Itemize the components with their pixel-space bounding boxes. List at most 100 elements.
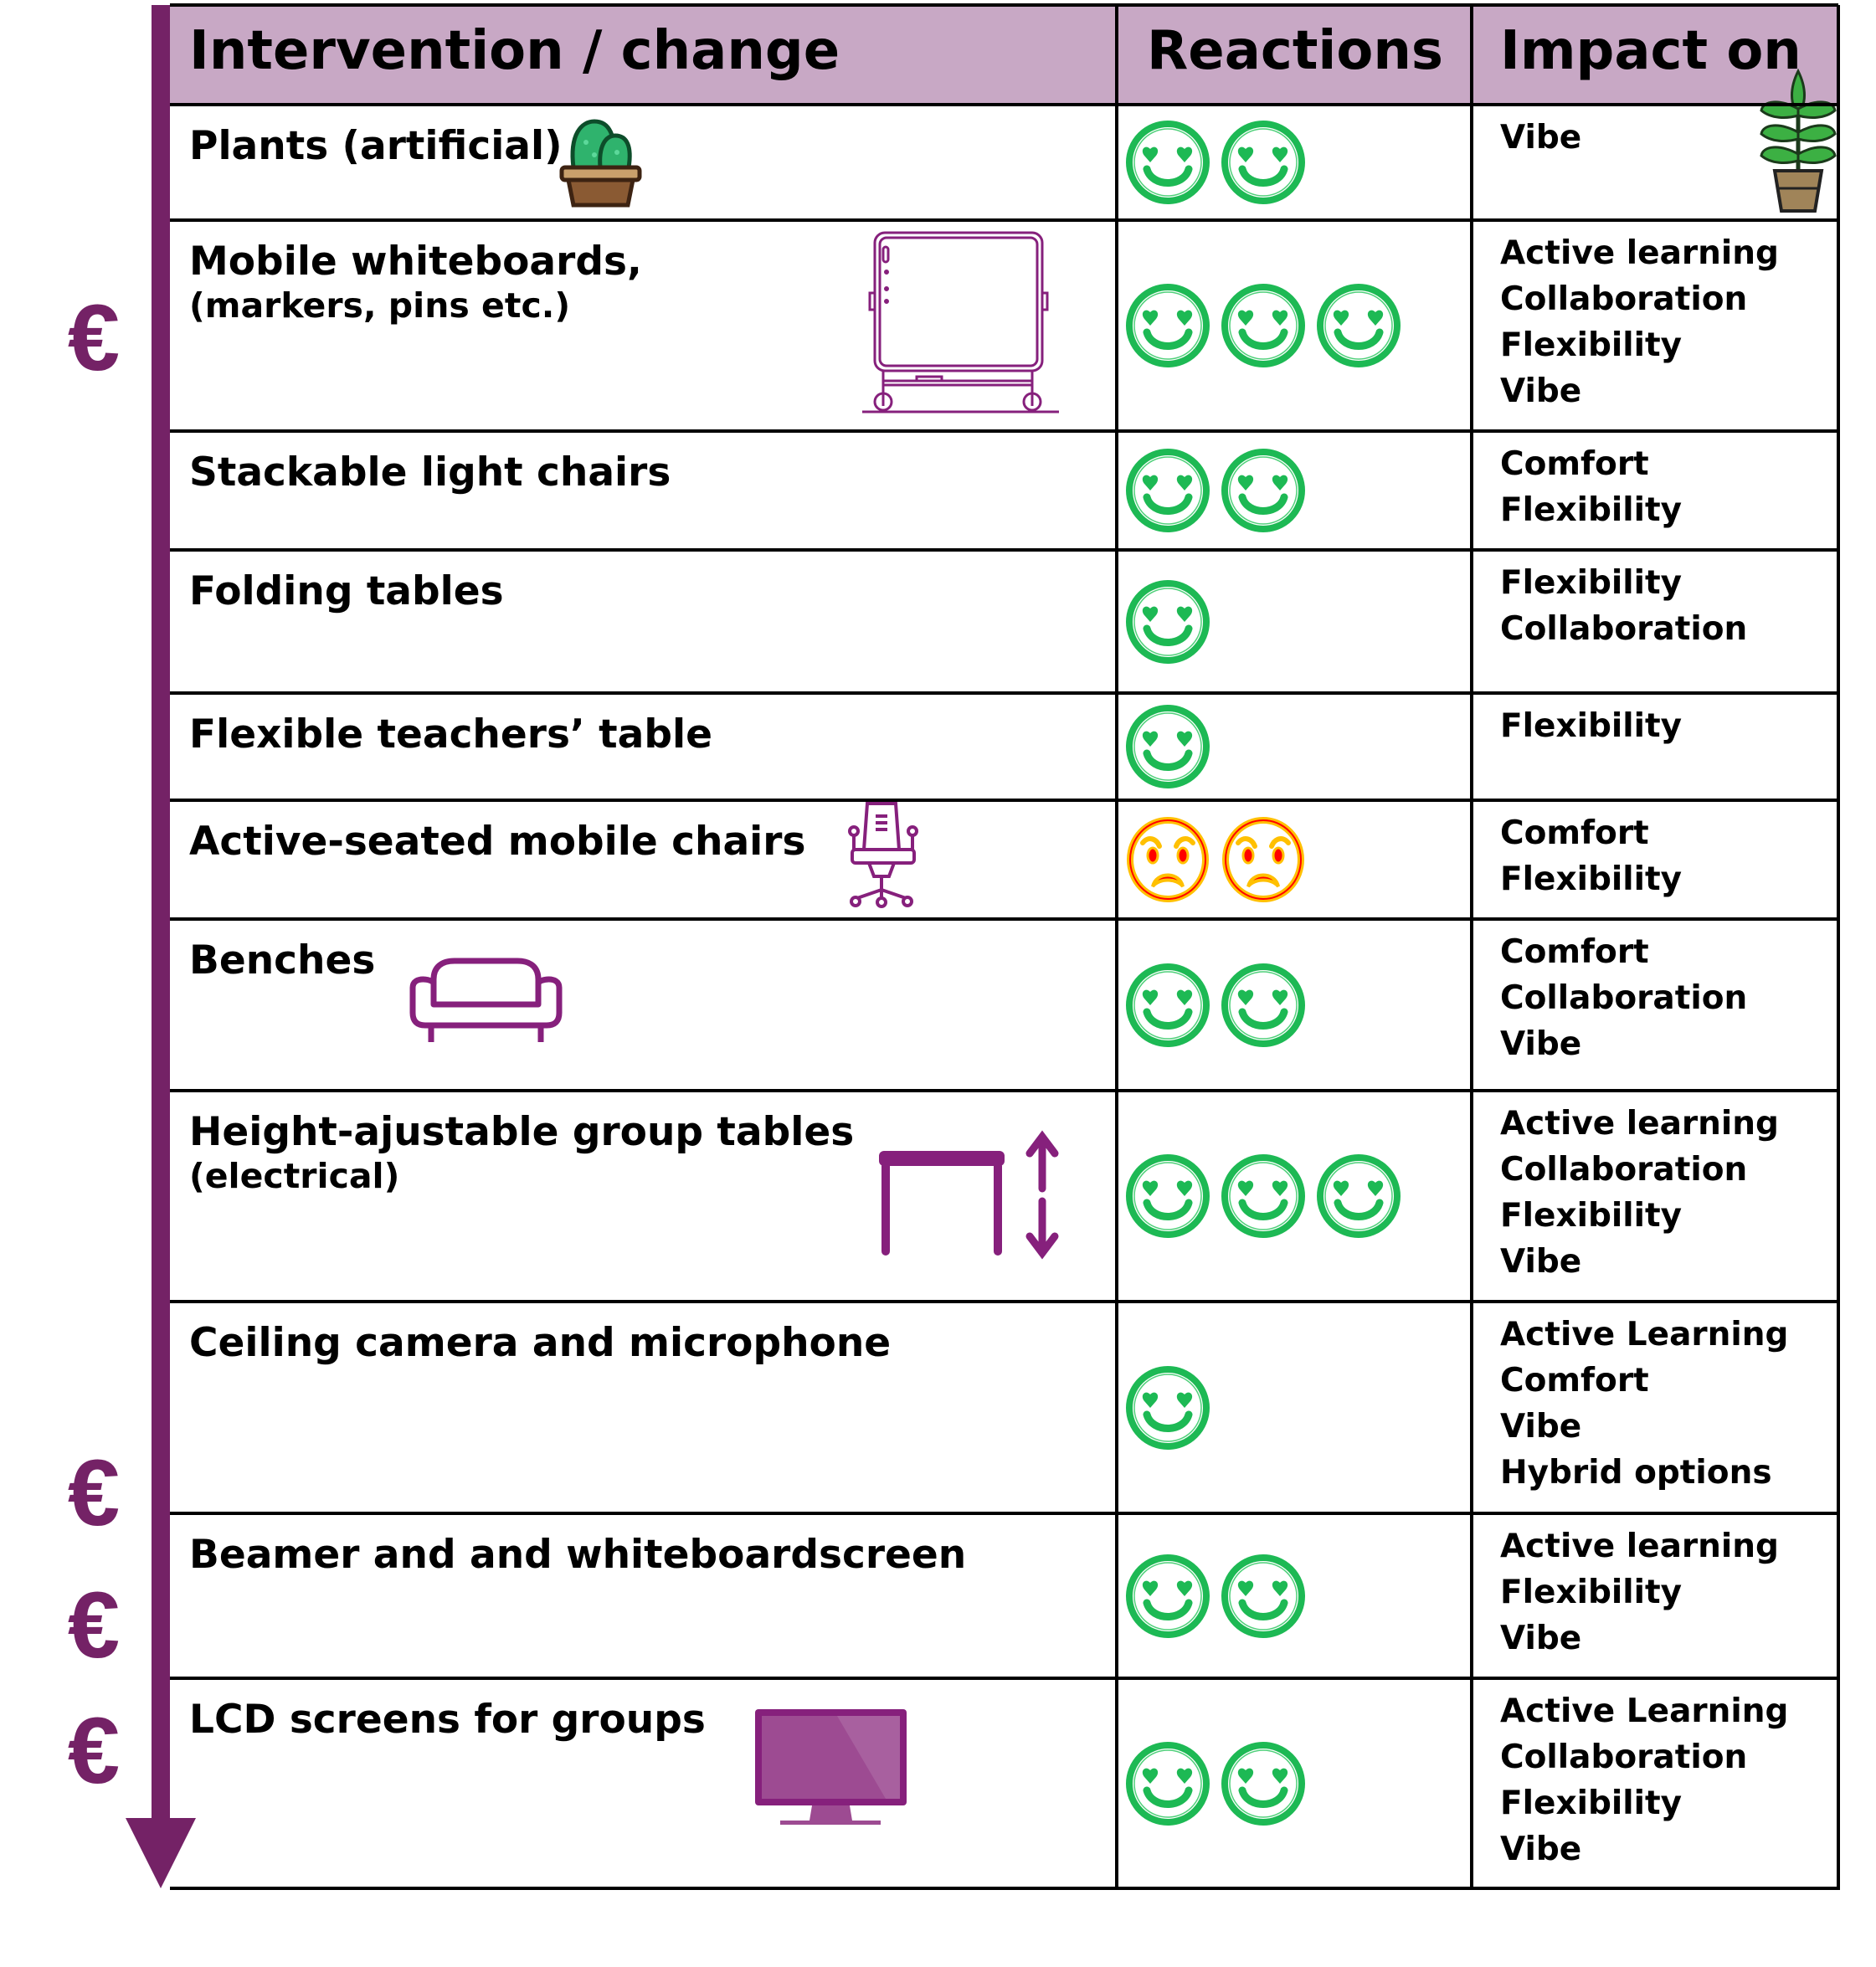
reactions-cell <box>1124 1153 1402 1240</box>
impact-cell: Flexibility <box>1500 703 1682 749</box>
reactions-cell <box>1124 1553 1307 1640</box>
intervention-title: Height-ajustable group tables <box>189 1109 855 1155</box>
impact-item: Active Learning <box>1500 1692 1789 1730</box>
intervention-title: Stackable light chairs <box>189 449 671 496</box>
happy-heart-eyes-face-icon <box>1126 284 1210 367</box>
row-divider <box>170 1512 1838 1515</box>
impact-item: Comfort <box>1500 445 1649 483</box>
potted-plant-icon <box>1760 68 1837 213</box>
impact-item: Collaboration <box>1500 280 1748 318</box>
intervention-cell: Active-seated mobile chairs <box>189 819 805 865</box>
happy-heart-eyes-face-icon <box>1126 705 1210 788</box>
euro-icon: € <box>67 285 121 390</box>
happy-heart-eyes-face-icon <box>1126 1365 1210 1450</box>
happy-heart-eyes-face-icon <box>1126 963 1210 1047</box>
impact-item: Collaboration <box>1500 979 1748 1017</box>
angry-face-icon <box>1222 817 1304 902</box>
office-chair-icon <box>845 799 921 912</box>
height-adjustable-table-icon <box>871 1130 1067 1263</box>
impact-item: Vibe <box>1500 119 1582 157</box>
monitor-icon <box>753 1708 908 1832</box>
cost-arrow-head-icon <box>126 1818 196 1888</box>
happy-heart-eyes-face-icon <box>1221 963 1305 1047</box>
column-divider <box>1115 5 1118 1890</box>
happy-heart-eyes-face-icon <box>1126 1741 1210 1826</box>
impact-cell: Vibe <box>1500 115 1581 161</box>
column-divider <box>1837 5 1840 1890</box>
cactus-pot-icon <box>557 117 645 213</box>
intervention-title: Plants (artificial) <box>189 123 563 169</box>
impact-item: Vibe <box>1500 1025 1582 1063</box>
intervention-cell: Height-ajustable group tables(electrical… <box>189 1109 854 1198</box>
impact-item: Flexibility <box>1500 860 1683 898</box>
happy-heart-eyes-face-icon <box>1221 1554 1305 1638</box>
row-divider <box>170 1300 1838 1303</box>
impact-item: Vibe <box>1500 372 1582 410</box>
happy-heart-eyes-face-icon <box>1221 284 1305 367</box>
impact-item: Flexibility <box>1500 564 1683 602</box>
happy-heart-eyes-face-icon <box>1126 121 1210 204</box>
cost-arrow-shaft <box>152 5 170 1830</box>
impact-item: Vibe <box>1500 1408 1582 1446</box>
intervention-subtitle: (markers, pins etc.) <box>189 285 571 326</box>
intervention-cell: Ceiling camera and microphone <box>189 1320 891 1367</box>
intervention-title: Mobile whiteboards, <box>189 239 642 285</box>
intervention-title: Ceiling camera and microphone <box>189 1320 892 1366</box>
impact-item: Active learning <box>1500 234 1779 272</box>
table-header <box>170 5 1838 105</box>
header-impact: Impact on <box>1500 20 1801 82</box>
happy-heart-eyes-face-icon <box>1317 284 1401 367</box>
impact-item: Flexibility <box>1500 707 1683 745</box>
intervention-title: Folding tables <box>189 568 504 614</box>
intervention-cell: Plants (artificial) <box>189 123 563 170</box>
impact-item: Collaboration <box>1500 1151 1748 1189</box>
reactions-cell <box>1124 1740 1307 1827</box>
impact-item: Collaboration <box>1500 1738 1748 1776</box>
intervention-cell: Folding tables <box>189 568 504 615</box>
happy-heart-eyes-face-icon <box>1317 1154 1401 1238</box>
euro-icon: € <box>67 1698 121 1803</box>
euro-icon: € <box>67 1441 121 1545</box>
mobile-whiteboard-icon <box>858 226 1063 422</box>
happy-heart-eyes-face-icon <box>1221 1741 1305 1826</box>
reactions-cell <box>1124 1364 1211 1451</box>
intervention-subtitle: (electrical) <box>189 1156 400 1197</box>
intervention-cell: LCD screens for groups <box>189 1697 706 1744</box>
happy-heart-eyes-face-icon <box>1221 121 1305 204</box>
impact-item: Flexibility <box>1500 491 1683 529</box>
intervention-title: LCD screens for groups <box>189 1697 706 1743</box>
row-divider <box>170 917 1838 921</box>
impact-item: Flexibility <box>1500 1197 1683 1235</box>
happy-heart-eyes-face-icon <box>1126 1554 1210 1638</box>
row-divider <box>170 799 1838 802</box>
intervention-title: Active-seated mobile chairs <box>189 819 806 865</box>
sofa-bench-icon <box>409 954 563 1050</box>
row-divider <box>170 1089 1838 1092</box>
impact-item: Collaboration <box>1500 610 1748 648</box>
impact-item: Active learning <box>1500 1528 1779 1565</box>
row-divider <box>170 1677 1838 1680</box>
intervention-title: Benches <box>189 937 376 984</box>
happy-heart-eyes-face-icon <box>1126 579 1210 664</box>
happy-heart-eyes-face-icon <box>1221 449 1305 532</box>
impact-item: Comfort <box>1500 814 1649 852</box>
angry-face-icon <box>1127 817 1209 902</box>
reactions-cell <box>1124 447 1307 534</box>
reactions-cell <box>1124 816 1307 903</box>
row-divider <box>170 1887 1838 1890</box>
header-intervention: Intervention / change <box>189 20 840 82</box>
impact-item: Comfort <box>1500 1362 1649 1399</box>
row-divider <box>170 548 1838 552</box>
column-divider <box>1470 5 1473 1890</box>
reactions-cell <box>1124 703 1211 790</box>
row-divider <box>170 218 1838 222</box>
intervention-cell: Beamer and and whiteboardscreen <box>189 1532 966 1579</box>
row-divider <box>170 103 1838 106</box>
impact-item: Flexibility <box>1500 1785 1683 1822</box>
